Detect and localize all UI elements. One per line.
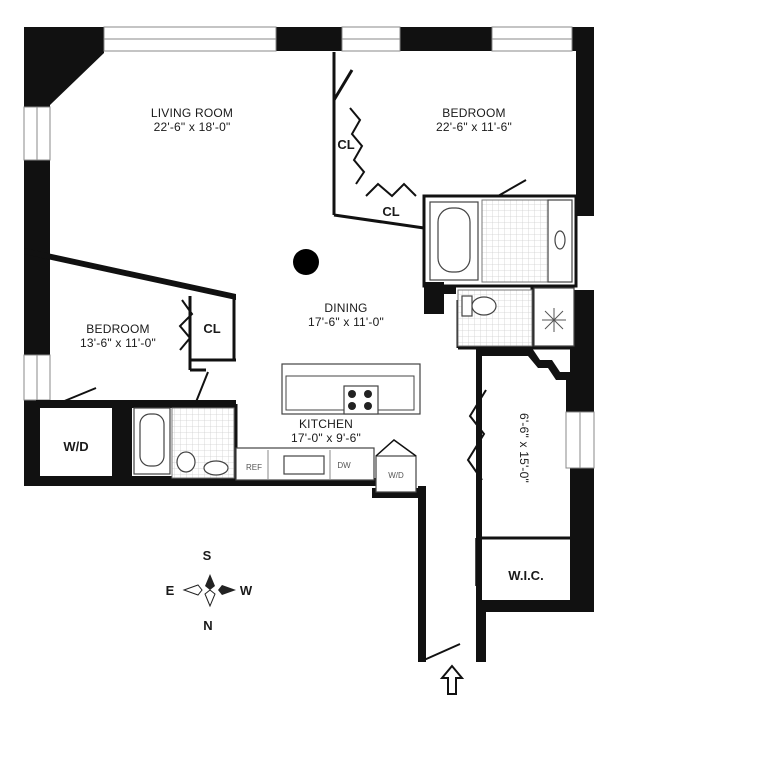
fixtures: [133, 199, 575, 493]
compass-east: E: [166, 583, 175, 598]
walk-in-closet-label: W.I.C.: [508, 568, 543, 583]
closet-label-2: CL: [382, 204, 399, 219]
room-labels: LIVING ROOM 22'-6" x 18'-0" BEDROOM 22'-…: [63, 106, 543, 583]
compass-south: S: [203, 548, 212, 563]
laundry-label-1: W/D: [63, 439, 88, 454]
bedroom-1-name: BEDROOM: [442, 106, 505, 120]
closet-label-1: CL: [337, 137, 354, 152]
windows: [23, 26, 595, 469]
bedroom-2-name: BEDROOM: [86, 322, 149, 336]
column: [293, 249, 319, 275]
foyer-dims: 6'-6" x 15'-0": [517, 413, 531, 483]
dining-dims: 17'-6" x 11'-0": [308, 315, 384, 329]
laundry-label-2: W/D: [388, 471, 404, 480]
living-room-dims: 22'-6" x 18'-0": [154, 120, 231, 134]
dining-name: DINING: [324, 301, 367, 315]
kitchen-dims: 17'-0" x 9'-6": [291, 431, 361, 445]
compass-west: W: [240, 583, 253, 598]
closet-label-3: CL: [203, 321, 220, 336]
bedroom-1-dims: 22'-6" x 11'-6": [436, 120, 512, 134]
compass-rose-icon: S N E W: [166, 548, 253, 633]
dishwasher-label: DW: [337, 461, 351, 470]
arrow-up-icon: [439, 664, 465, 695]
bedroom-2-dims: 13'-6" x 11'-0": [80, 336, 156, 350]
refrigerator-label: REF: [246, 463, 262, 472]
kitchen-name: KITCHEN: [299, 417, 353, 431]
compass-north: N: [203, 618, 212, 633]
living-room-name: LIVING ROOM: [151, 106, 233, 120]
